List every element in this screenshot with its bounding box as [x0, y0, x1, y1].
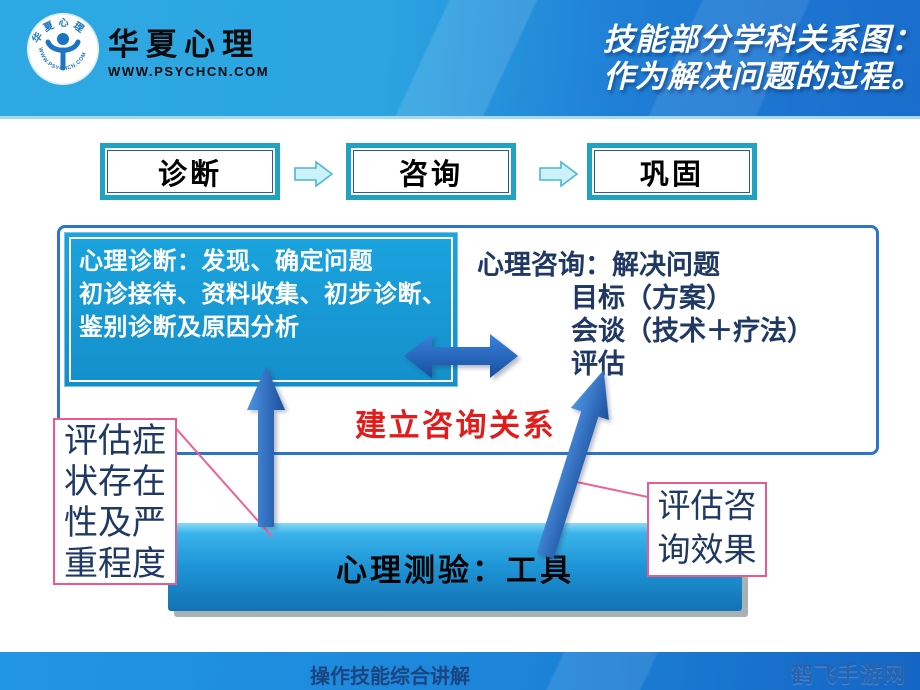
diagnosis-line1: 心理诊断：发现、确定问题 — [79, 248, 373, 275]
counseling-line1: 心理咨询：解决问题 — [477, 250, 720, 280]
header-divider — [0, 116, 920, 119]
flow-step-counseling: 咨询 — [346, 143, 516, 200]
flow-step-diagnosis: 诊断 — [100, 143, 280, 200]
brand-logo-icon: 华夏心理 WWW.PSYCHCN.COM — [27, 13, 99, 85]
diagnosis-box: 心理诊断：发现、确定问题 初诊接待、资料收集、初步诊断、 鉴别诊断及原因分析 — [65, 233, 457, 386]
brand-url: WWW.PSYCHCN.COM — [108, 64, 270, 79]
relationship-label: 建立咨询关系 — [355, 408, 556, 443]
brand-text: 华夏心理 WWW.PSYCHCN.COM — [108, 27, 270, 80]
brand-name: 华夏心理 — [108, 27, 260, 62]
counseling-line4: 评估 — [571, 349, 625, 379]
watermark-text: 鹤飞手游网 — [790, 662, 906, 687]
measurement-bar: 心理测验：工具 — [168, 523, 742, 611]
counseling-line3: 会谈（技术＋疗法） — [571, 316, 814, 346]
slide-title-line1: 技能部分学科关系图： — [603, 22, 920, 57]
footer-banner — [0, 652, 920, 690]
double-headed-arrow-icon — [404, 334, 518, 378]
diagnosis-line3: 鉴别诊断及原因分析 — [79, 314, 300, 341]
counseling-line2: 目标（方案） — [571, 283, 733, 313]
flow-step-label: 巩固 — [594, 150, 750, 193]
diagnosis-line2: 初诊接待、资料收集、初步诊断、 — [79, 281, 447, 308]
footer-caption: 操作技能综合讲解 — [310, 666, 470, 688]
flow-arrow-icon — [294, 160, 334, 188]
flow-step-label: 咨询 — [353, 150, 509, 193]
header-banner — [0, 0, 920, 116]
flow-step-label: 诊断 — [107, 150, 273, 193]
counseling-text: 心理咨询：解决问题 目标（方案） 会谈（技术＋疗法） 评估 — [477, 249, 814, 381]
up-arrow-icon — [247, 366, 285, 527]
diagnosis-box-inner: 心理诊断：发现、确定问题 初诊接待、资料收集、初步诊断、 鉴别诊断及原因分析 — [69, 237, 453, 382]
slide-title: 技能部分学科关系图： 作为解决问题的过程。 — [603, 21, 920, 95]
diagonal-up-arrow-icon — [536, 370, 609, 559]
flow-step-consolidation: 巩固 — [587, 143, 757, 200]
right-note-box: 评估咨询效果 — [647, 482, 767, 577]
slide-title-line2: 作为解决问题的过程。 — [603, 59, 920, 94]
left-note-box: 评估症状存在性及严重程度 — [53, 418, 177, 585]
flow-arrow-icon — [539, 160, 579, 188]
measurement-bar-label: 心理测验：工具 — [336, 552, 574, 588]
